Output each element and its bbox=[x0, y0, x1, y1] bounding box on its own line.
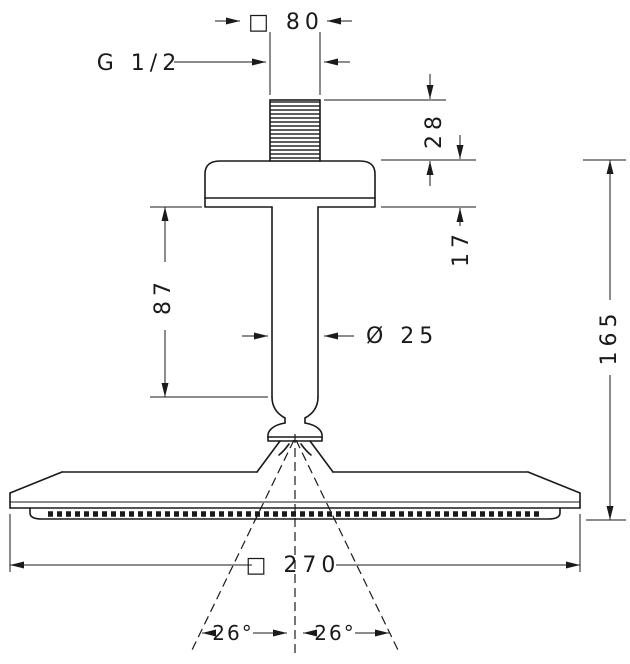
dimension-label-thread: G 1/2 bbox=[97, 51, 181, 76]
dimension-flange-height: 17 bbox=[381, 135, 476, 267]
thread-connector bbox=[269, 99, 321, 162]
spray-angle-annotation: 26° 26° bbox=[191, 434, 399, 658]
dimension-top-width: □ 80 bbox=[215, 10, 352, 35]
spray-angle-label-right: 26° bbox=[314, 621, 355, 645]
shower-head bbox=[9, 471, 581, 520]
dimension-label-top-width: □ 80 bbox=[248, 10, 324, 35]
dimension-total-height: 165 bbox=[583, 159, 626, 521]
dimension-label-pipe-diameter: Ø 25 bbox=[366, 324, 438, 349]
dimension-pipe-diameter: Ø 25 bbox=[242, 324, 438, 349]
dimension-label-head-width: □ 270 bbox=[246, 553, 341, 578]
dimension-arm-length: 87 bbox=[150, 206, 268, 398]
spray-line-left bbox=[191, 439, 295, 651]
spray-angle-label-left: 26° bbox=[212, 621, 253, 645]
dimension-head-width: □ 270 bbox=[9, 514, 581, 578]
dimension-label-total-height: 165 bbox=[597, 309, 622, 366]
dimension-label-thread-height: 28 bbox=[422, 111, 447, 149]
thread-hatching bbox=[269, 99, 321, 162]
dimension-thread: G 1/2 bbox=[97, 32, 350, 95]
dimension-label-arm-length: 87 bbox=[151, 277, 176, 315]
arm-pipe bbox=[271, 206, 319, 398]
dimension-thread-height: 28 bbox=[324, 74, 476, 186]
spray-line-right bbox=[295, 439, 399, 651]
ball-joint bbox=[256, 396, 334, 473]
dimension-label-flange-height: 17 bbox=[449, 229, 474, 267]
ceiling-flange bbox=[204, 160, 376, 208]
shower-fixture bbox=[9, 99, 581, 520]
